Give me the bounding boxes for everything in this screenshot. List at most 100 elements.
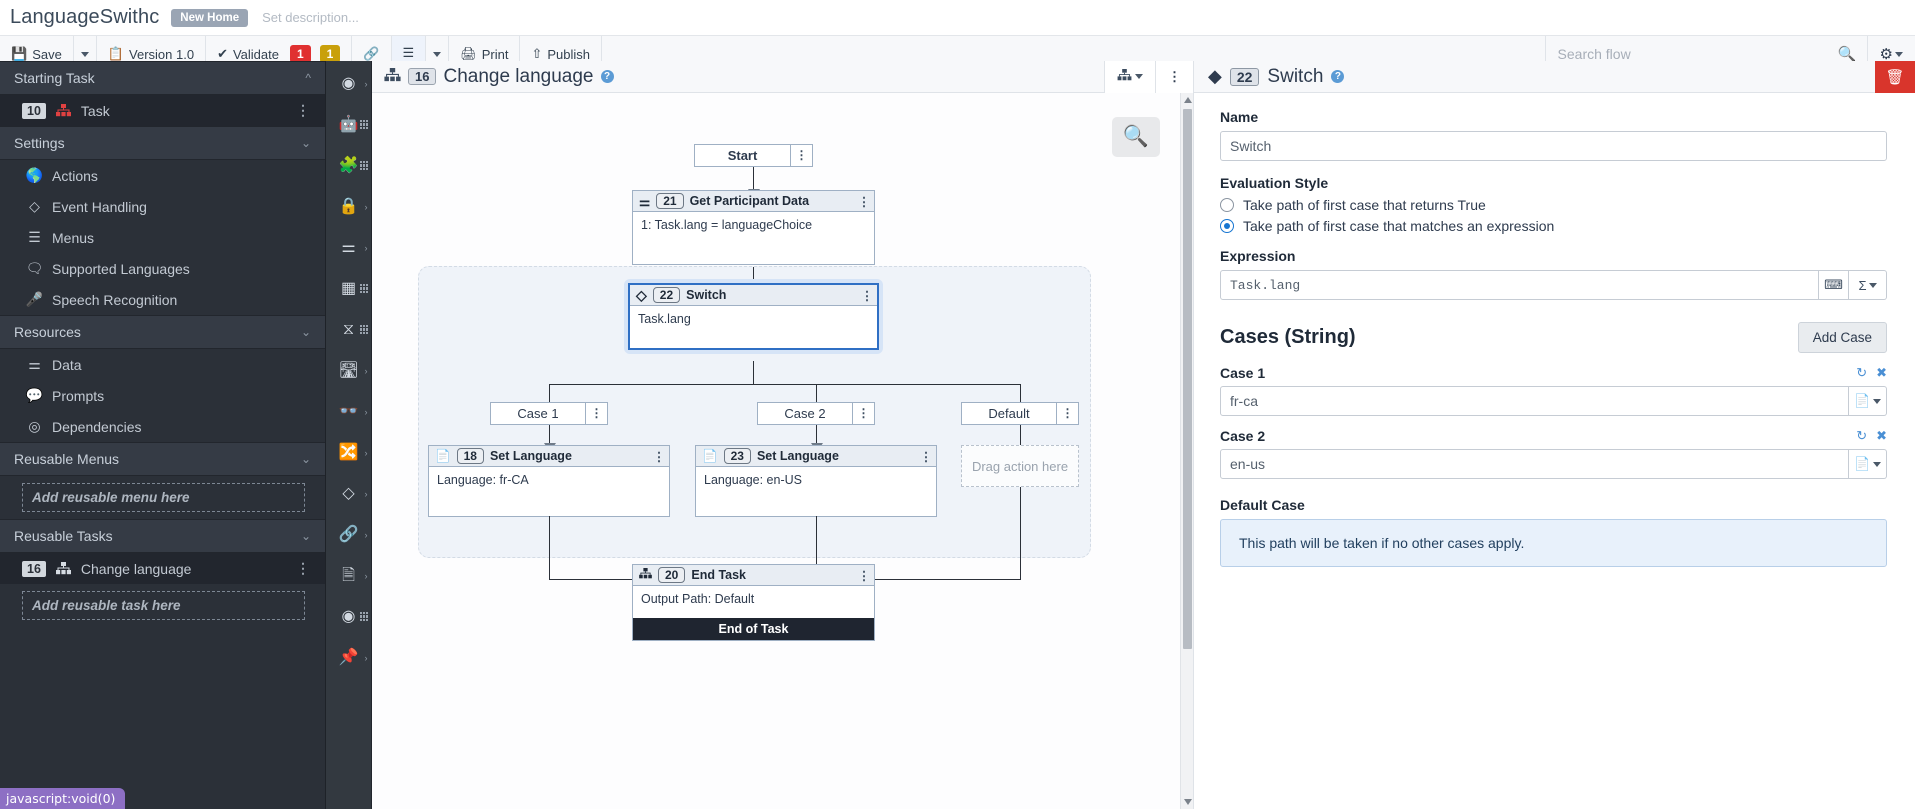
node-set-language-1[interactable]: 📄 18 Set Language ⋮ Language: fr-CA <box>428 445 670 517</box>
save-button[interactable]: 💾 Save <box>0 36 74 72</box>
palette-item-shuffle[interactable]: 🔀 › <box>326 432 371 473</box>
kebab-menu-icon[interactable]: ⋮ <box>585 403 607 424</box>
publish-button[interactable]: ⇧ Publish <box>520 36 602 72</box>
palette-item-robot[interactable]: 🤖 <box>326 104 371 145</box>
sidebar-item-actions[interactable]: 🌎 Actions <box>0 160 325 191</box>
node-set-language-2[interactable]: 📄 23 Set Language ⋮ Language: en-US <box>695 445 937 517</box>
palette-item-grid[interactable]: ▦ <box>326 268 371 309</box>
node-case-1[interactable]: Case 1 ⋮ <box>490 402 608 425</box>
palette-item-document[interactable]: 🗎 › <box>326 555 371 596</box>
case-2-label: Case 2 <box>1220 428 1266 444</box>
copy-icon: 📋 <box>107 46 125 61</box>
eval-option-matches-expression[interactable]: Take path of first case that matches an … <box>1220 218 1887 234</box>
save-dropdown-button[interactable] <box>74 36 97 72</box>
reusable-task-dropzone[interactable]: Add reusable task here <box>22 591 305 620</box>
sidebar-item-event-handling[interactable]: ◇ Event Handling <box>0 191 325 222</box>
sidebar-item-data[interactable]: ⚌ Data <box>0 349 325 380</box>
search-input[interactable] <box>1555 45 1838 63</box>
drag-action-dropzone[interactable]: Drag action here <box>961 445 1079 487</box>
node-switch[interactable]: ◇ 22 Switch ⋮ Task.lang <box>628 283 879 350</box>
printer-icon: 🖨 <box>460 46 477 61</box>
refresh-icon[interactable]: ↻ <box>1856 428 1868 443</box>
kebab-menu-icon[interactable]: ⋮ <box>296 102 311 118</box>
settings-menu-button[interactable]: ⚙ <box>1868 36 1915 72</box>
sidebar-item-supported-languages[interactable]: 🗨 Supported Languages <box>0 253 325 284</box>
canvas-search-button[interactable]: 🔍 <box>1112 117 1160 157</box>
set-description-field[interactable]: Set description... <box>262 10 359 25</box>
palette-item-link[interactable]: 🔗 › <box>326 514 371 555</box>
canvas-area[interactable]: 🔍 Start ⋮ ⚌ 21 Get Participant D <box>372 93 1193 809</box>
case-2-input[interactable] <box>1220 449 1849 479</box>
palette-item-pin[interactable]: 📌 › <box>326 637 371 678</box>
help-icon[interactable]: ? <box>1331 70 1345 83</box>
remove-case-icon[interactable]: ✖ <box>1876 365 1887 380</box>
sidebar-item-dependencies[interactable]: ◎ Dependencies <box>0 411 325 442</box>
eval-option-returns-true[interactable]: Take path of first case that returns Tru… <box>1220 197 1887 213</box>
kebab-menu-icon[interactable]: ⋮ <box>296 560 311 576</box>
layout-mode-button[interactable] <box>1104 61 1155 93</box>
sidebar-section-starting-task[interactable]: Starting Task ^ <box>0 61 325 95</box>
node-start[interactable]: Start ⋮ <box>694 144 813 167</box>
sidebar-section-reusable-menus[interactable]: Reusable Menus ⌄ <box>0 442 325 476</box>
kebab-menu-icon[interactable]: ⋮ <box>852 403 874 424</box>
node-get-participant-data[interactable]: ⚌ 21 Get Participant Data ⋮ 1: Task.lang… <box>632 190 875 265</box>
case-2-value-type-button[interactable]: 📄 <box>1849 449 1887 479</box>
sidebar-item-task[interactable]: 10 Task ⋮ <box>0 95 325 126</box>
reusable-menu-dropzone[interactable]: Add reusable menu here <box>22 483 305 512</box>
palette-item-diamond[interactable]: ◇ › <box>326 473 371 514</box>
case-1-value-type-button[interactable]: 📄 <box>1849 386 1887 416</box>
kebab-menu-icon[interactable]: ⋮ <box>857 568 871 583</box>
sidebar-item-prompts[interactable]: 💬 Prompts <box>0 380 325 411</box>
sidebar-section-label: Settings <box>14 135 65 151</box>
validate-button[interactable]: ✔ Validate 1 1 <box>206 36 353 72</box>
play-icon: ◉ <box>341 74 356 92</box>
kebab-menu-icon[interactable]: ⋮ <box>790 145 812 166</box>
expression-input[interactable] <box>1220 270 1819 300</box>
error-count-badge[interactable]: 1 <box>289 45 311 63</box>
title-bar: LanguageSwithc New Home Set description.… <box>0 0 1915 36</box>
node-end-task[interactable]: 20 End Task ⋮ Output Path: Default End o… <box>632 564 875 641</box>
sidebar-item-menus[interactable]: ☰ Menus <box>0 222 325 253</box>
outline-dropdown-button[interactable] <box>426 36 450 72</box>
link-tool-button[interactable]: 🔗 <box>352 36 392 72</box>
kebab-menu-icon[interactable]: ⋮ <box>860 288 874 303</box>
palette-item-play[interactable]: ◉ › <box>326 63 371 104</box>
palette-item-binoculars[interactable]: 👓 › <box>326 391 371 432</box>
node-default[interactable]: Default ⋮ <box>961 402 1079 425</box>
palette-item-logic[interactable]: ⧖ <box>326 309 371 350</box>
kebab-menu-icon[interactable]: ⋮ <box>857 194 871 209</box>
canvas-kebab-menu[interactable]: ⋮ <box>1155 61 1193 93</box>
node-case-2[interactable]: Case 2 ⋮ <box>757 402 875 425</box>
remove-case-icon[interactable]: ✖ <box>1876 428 1887 443</box>
palette-item-lock[interactable]: 🔒 › <box>326 186 371 227</box>
sidebar-section-settings[interactable]: Settings ⌄ <box>0 126 325 160</box>
add-case-button[interactable]: Add Case <box>1797 322 1887 353</box>
canvas-vertical-scrollbar[interactable] <box>1180 93 1193 809</box>
case-1-input[interactable] <box>1220 386 1849 416</box>
sidebar-item-label: Speech Recognition <box>52 291 178 308</box>
scroll-up-icon[interactable] <box>1184 97 1192 103</box>
palette-item-database[interactable]: ⚌ › <box>326 227 371 268</box>
palette-item-puzzle[interactable]: 🧩 <box>326 145 371 186</box>
name-input[interactable] <box>1220 131 1887 161</box>
expression-keyboard-button[interactable]: ⌨ <box>1819 270 1849 300</box>
expression-function-button[interactable]: Σ <box>1849 270 1887 300</box>
refresh-icon[interactable]: ↻ <box>1856 365 1868 380</box>
delete-node-button[interactable]: 🗑 <box>1875 61 1915 93</box>
kebab-menu-icon[interactable]: ⋮ <box>652 449 666 464</box>
version-button[interactable]: 📋 Version 1.0 <box>97 36 207 72</box>
scroll-down-icon[interactable] <box>1184 799 1192 805</box>
palette-item-road[interactable]: 🛣 › <box>326 350 371 391</box>
sidebar-item-change-language[interactable]: 16 Change language ⋮ <box>0 553 325 584</box>
scrollbar-thumb[interactable] <box>1183 109 1192 649</box>
sidebar-section-reusable-tasks[interactable]: Reusable Tasks ⌄ <box>0 519 325 553</box>
search-icon[interactable]: 🔍 <box>1837 46 1857 63</box>
print-button[interactable]: 🖨 Print <box>449 36 521 72</box>
sidebar-section-resources[interactable]: Resources ⌄ <box>0 315 325 349</box>
kebab-menu-icon[interactable]: ⋮ <box>1056 403 1078 424</box>
help-icon[interactable]: ? <box>600 70 614 83</box>
sidebar-item-speech-recognition[interactable]: 🎤 Speech Recognition <box>0 284 325 315</box>
warning-count-badge[interactable]: 1 <box>319 45 341 63</box>
kebab-menu-icon[interactable]: ⋮ <box>919 449 933 464</box>
palette-item-circle[interactable]: ◉ <box>326 596 371 637</box>
